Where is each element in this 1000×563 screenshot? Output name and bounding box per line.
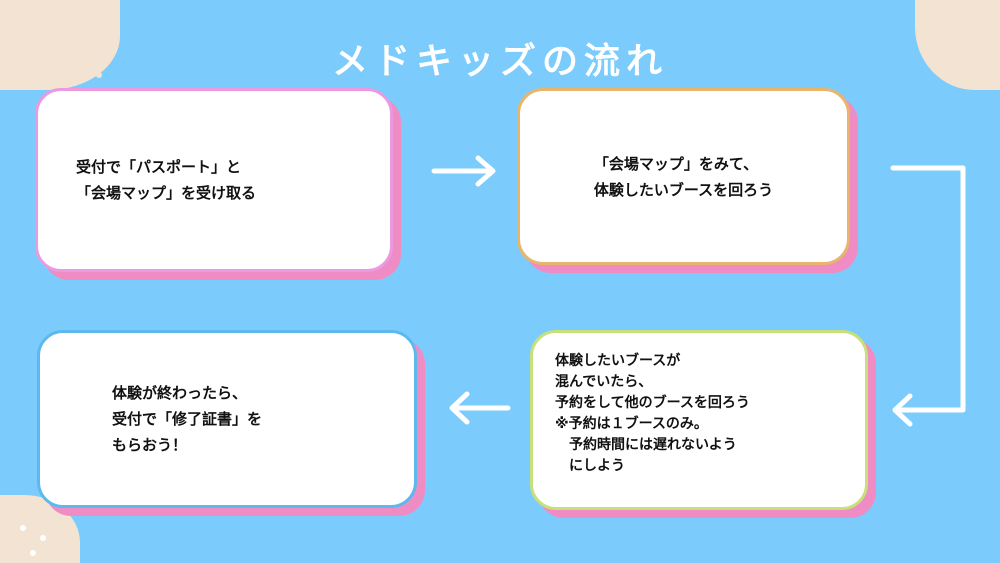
step-2-text: 「会場マップ」をみて、 体験したいブースを回ろう <box>593 155 774 199</box>
arrow-right-icon <box>431 155 496 187</box>
page-title: メドキッズの流れ <box>331 41 668 82</box>
arrow-left-icon <box>449 391 511 425</box>
decor-dot <box>43 72 49 78</box>
step-1-text: 受付で「パスポート」と 「会場マップ」を受け取る <box>76 158 257 202</box>
step-4-card: 体験が終わったら、 受付で「修了証書」を もらおう！ <box>37 330 425 516</box>
decor-dot <box>96 50 102 56</box>
decor-dot <box>30 550 36 556</box>
step-3-card: 体験したいブースが 混んでいたら、 予約をして他のブースを回ろう ※予約は１ブー… <box>530 330 876 518</box>
step-3-text: 体験したいブースが 混んでいたら、 予約をして他のブースを回ろう ※予約は１ブー… <box>555 353 750 474</box>
decor-dot <box>96 72 102 78</box>
decor-dot <box>40 535 46 541</box>
step-1-card: 受付で「パスポート」と 「会場マップ」を受け取る <box>35 88 401 280</box>
decor-dot <box>15 72 21 78</box>
step-4-text: 体験が終わったら、 受付で「修了証書」を もらおう！ <box>112 384 263 454</box>
connector-arrow-icon <box>890 165 966 427</box>
decor-dot <box>70 72 76 78</box>
step-2-card: 「会場マップ」をみて、 体験したいブースを回ろう <box>517 88 858 273</box>
decor-dot <box>20 525 26 531</box>
